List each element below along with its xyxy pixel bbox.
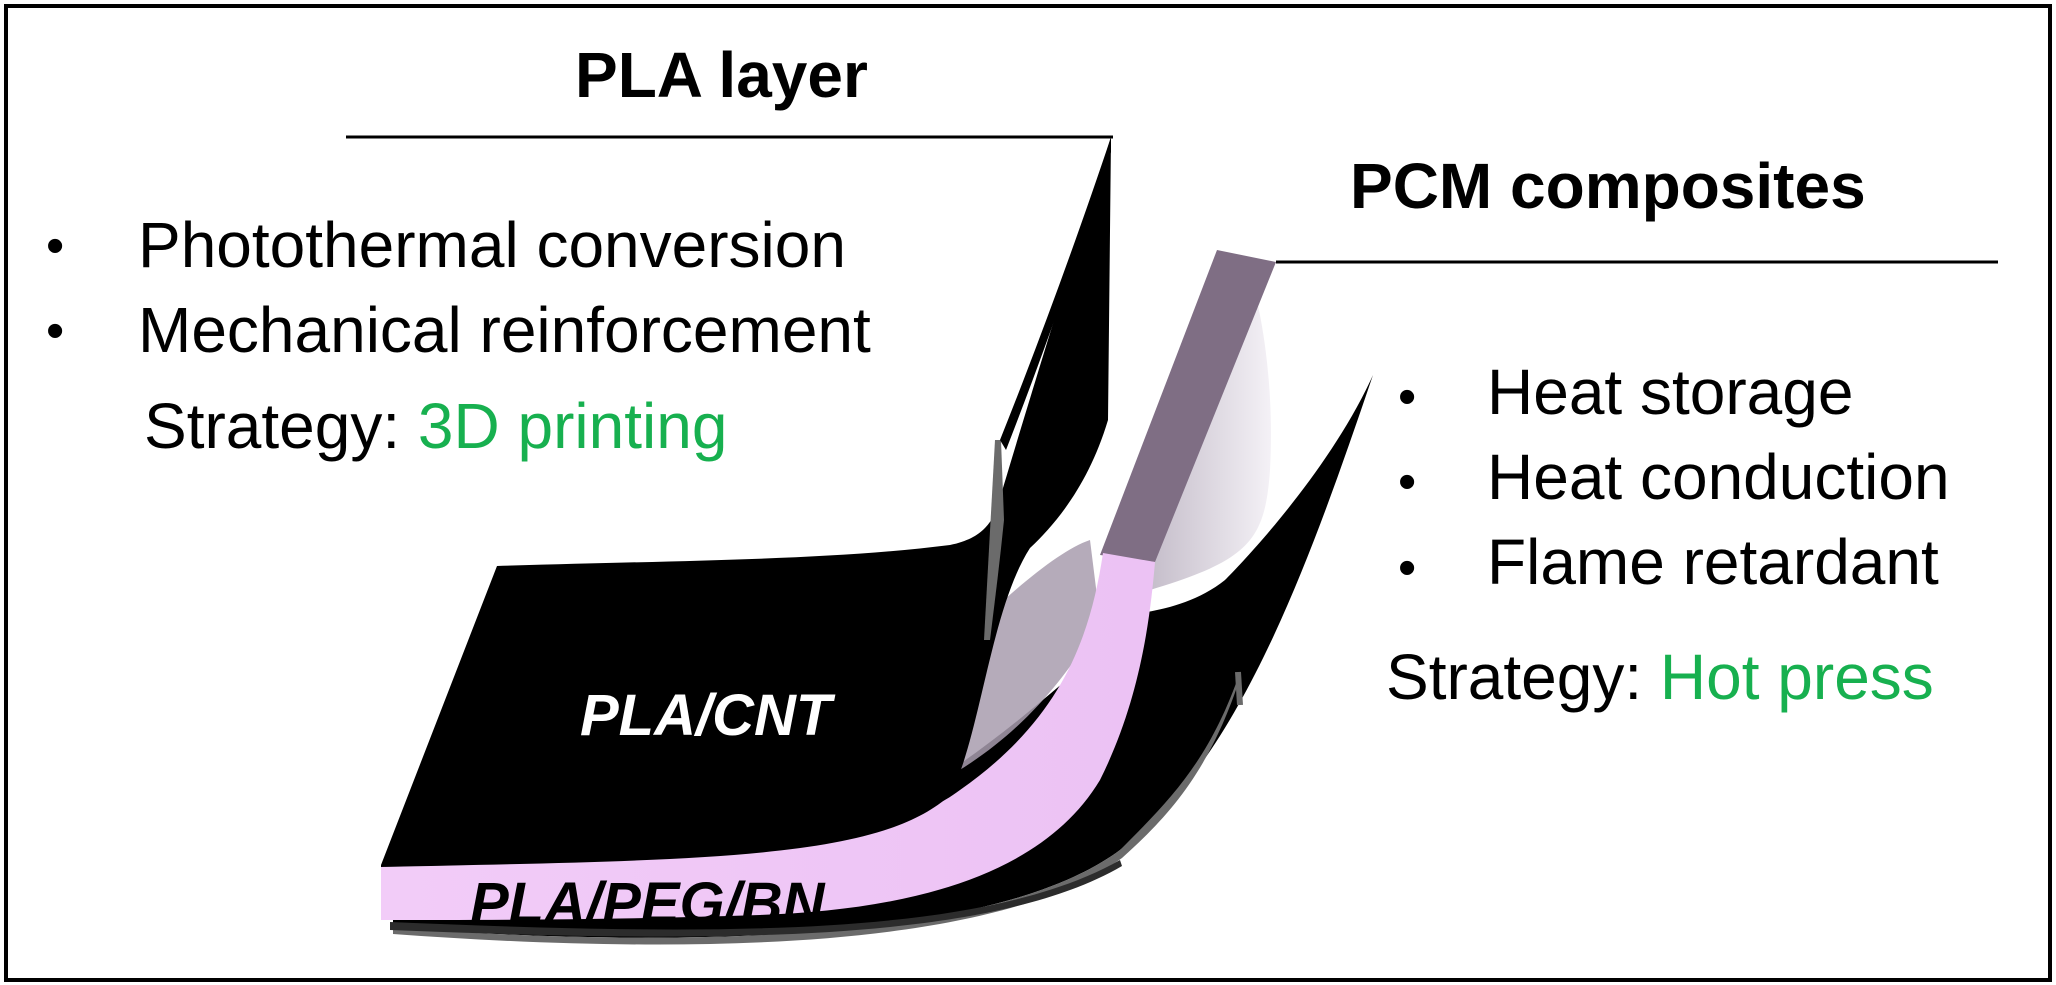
pla-strategy-value: 3D printing xyxy=(417,390,728,462)
pcm-ridge-face xyxy=(1100,250,1276,562)
pcm-strategy: Strategy: Hot press xyxy=(1386,640,1934,714)
top-pla-sheet xyxy=(381,137,1111,867)
bottom-pla-sheet xyxy=(393,375,1373,938)
pla-bullet-1-dot: • xyxy=(46,217,65,275)
pla-feature-2: Mechanical reinforcement xyxy=(138,294,871,366)
top-pla-spine xyxy=(984,440,1004,640)
pla-strategy: Strategy: 3D printing xyxy=(144,389,727,463)
pla-bullet-2-dot: • xyxy=(46,302,65,360)
pcm-bullet-3-dot: • xyxy=(1398,539,1417,597)
top-layer-label: PLA/CNT xyxy=(580,683,832,748)
bottom-pla-side-edge xyxy=(1235,671,1243,706)
pcm-feature-2: Heat conduction xyxy=(1487,441,1950,513)
pcm-strategy-label: Strategy: xyxy=(1386,641,1643,713)
pcm-front-face xyxy=(381,553,1155,920)
pla-layer-title: PLA layer xyxy=(575,39,868,111)
pcm-feature-1: Heat storage xyxy=(1487,356,1854,428)
pla-feature-1: Photothermal conversion xyxy=(138,209,846,281)
pcm-composites-title: PCM composites xyxy=(1350,150,1866,222)
base-edge xyxy=(390,860,1122,937)
pcm-feature-3: Flame retardant xyxy=(1487,526,1939,598)
pcm-strategy-value: Hot press xyxy=(1659,641,1934,713)
pcm-bullet-1-dot: • xyxy=(1398,368,1417,426)
middle-layer-label: PLA/PEG/BN xyxy=(470,871,825,936)
pla-strategy-label: Strategy: xyxy=(144,390,401,462)
top-pla-spine-upper xyxy=(1000,137,1111,450)
pcm-bullet-2-dot: • xyxy=(1398,453,1417,511)
